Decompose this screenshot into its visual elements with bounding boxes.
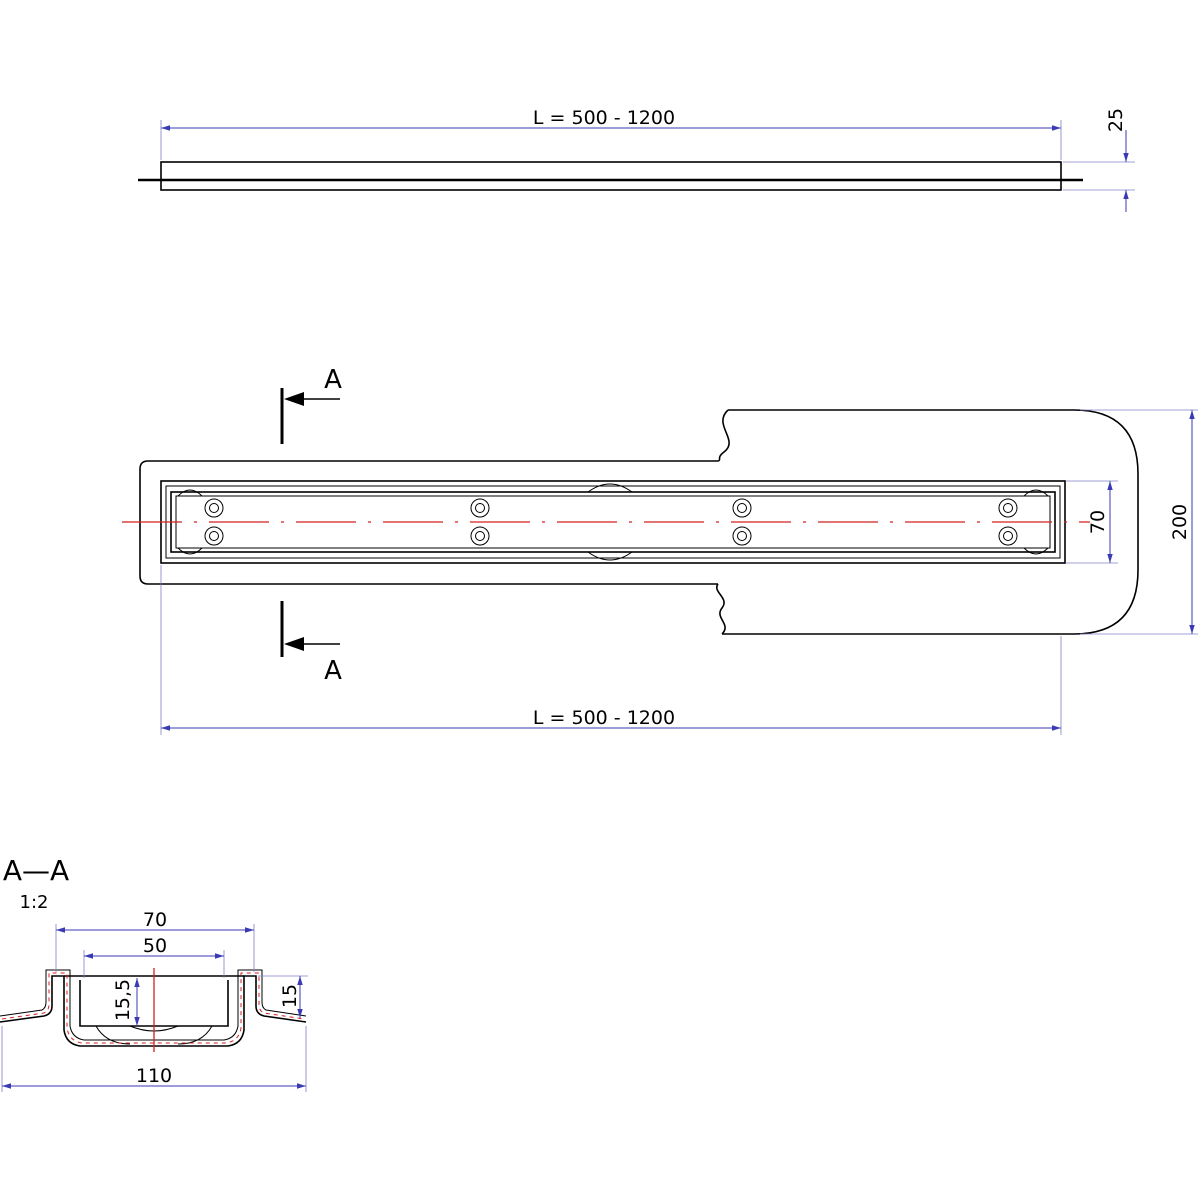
section-mark-top: A [280, 365, 342, 444]
section-outer-width-label: 70 [143, 909, 167, 931]
section-mark-bottom: A [280, 601, 342, 686]
lower-break-line [715, 583, 726, 635]
section-channel-inner [0, 969, 307, 1041]
screw-icon [998, 526, 1018, 546]
plan-flange-right [722, 409, 1139, 635]
screw-icon [470, 498, 490, 518]
screw-pair [470, 498, 490, 546]
section-hatch [1, 972, 305, 1044]
section-scale: 1:2 [20, 892, 49, 913]
outlet-lug-bottom [587, 551, 633, 561]
upper-break-line [717, 409, 730, 462]
screw-icon [470, 526, 490, 546]
plan-grate-width-label: 70 [1087, 510, 1109, 534]
screw-icon [732, 526, 752, 546]
grate-corner-foot [1023, 547, 1049, 555]
screw-icon [204, 498, 224, 518]
section-inner-width-label: 50 [143, 935, 167, 957]
section-grate-depth-label: 15,5 [112, 979, 134, 1021]
grate-corner-foot [1023, 489, 1049, 497]
screw-pair [204, 498, 224, 546]
plan-flange-width-label: 200 [1169, 504, 1191, 540]
screw-pair [732, 498, 752, 546]
grate-corner-foot [177, 489, 203, 497]
elevation-length-label: L = 500 - 1200 [533, 107, 675, 129]
grate-corner-foot [177, 547, 203, 555]
elevation-height-label: 25 [1105, 108, 1127, 132]
side-elevation-view: L = 500 - 1200 25 [138, 107, 1135, 212]
section-channel-depth-label: 15 [279, 984, 301, 1008]
elevation-body [160, 161, 1062, 191]
section-mark-bottom-label: A [324, 656, 342, 686]
screw-icon [204, 526, 224, 546]
section-support-foot-left [95, 1025, 131, 1045]
screw-icon [732, 498, 752, 518]
plan-length-label: L = 500 - 1200 [533, 707, 675, 729]
section-title: A—A [3, 854, 69, 887]
outlet-lug-top [587, 483, 633, 493]
section-a-a-view: A—A 1:2 70 50 15,5 15 110 [0, 854, 308, 1092]
screw-icon [998, 498, 1018, 518]
section-flange-width-label: 110 [136, 1065, 172, 1087]
plan-view: A A 70 200 L = 500 - 1200 [122, 365, 1198, 735]
screw-pair [998, 498, 1018, 546]
section-mark-top-label: A [324, 365, 342, 395]
section-support-foot-right [177, 1025, 213, 1045]
